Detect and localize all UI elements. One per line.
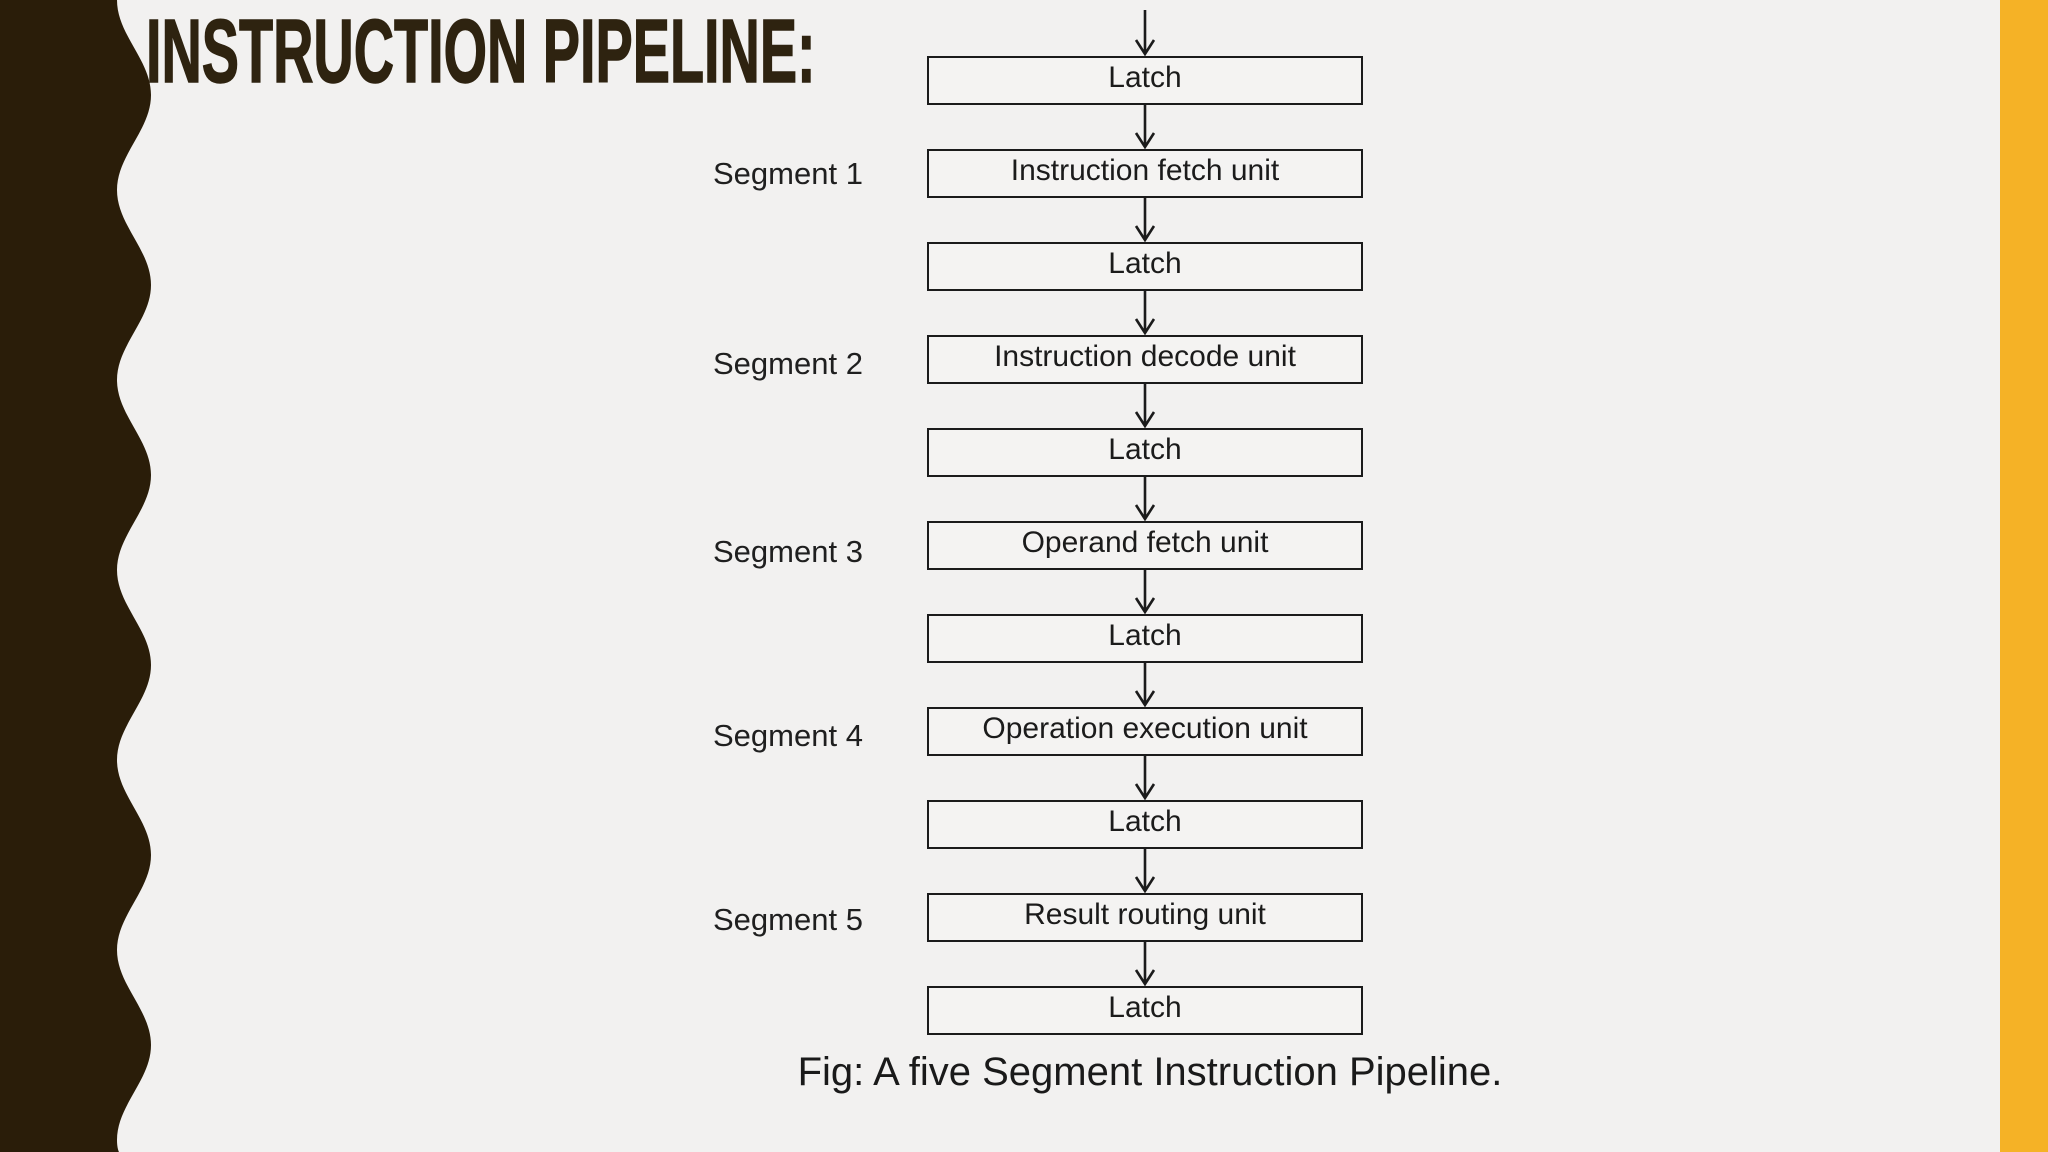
unit-box-label: Operand fetch unit — [1021, 526, 1269, 559]
arrow-down-icon — [1134, 10, 1156, 56]
unit-box-result-routing: Result routing unit — [927, 893, 1363, 942]
latch-box-label: Latch — [1108, 619, 1182, 652]
unit-box-operand-fetch: Operand fetch unit — [927, 521, 1363, 570]
unit-box-instruction-decode: Instruction decode unit — [927, 335, 1363, 384]
unit-box-label: Operation execution unit — [982, 712, 1308, 745]
arrow-down-icon — [1134, 849, 1156, 893]
arrow-down-icon — [1134, 942, 1156, 986]
latch-box-label: Latch — [1108, 805, 1182, 838]
unit-box-instruction-fetch: Instruction fetch unit — [927, 149, 1363, 198]
latch-box-4: Latch — [927, 614, 1363, 663]
arrow-down-icon — [1134, 291, 1156, 335]
arrow-down-icon — [1134, 384, 1156, 428]
arrow-down-icon — [1134, 105, 1156, 149]
figure-caption: Fig: A five Segment Instruction Pipeline… — [797, 1050, 1503, 1094]
segment-label-2: Segment 2 — [713, 346, 863, 381]
page-title: INSTRUCTION PIPELINE: — [146, 1, 817, 103]
unit-box-label: Instruction decode unit — [994, 340, 1296, 373]
latch-box-5: Latch — [927, 800, 1363, 849]
latch-box-1: Latch — [927, 56, 1363, 105]
unit-box-label: Instruction fetch unit — [1010, 154, 1280, 187]
arrow-down-icon — [1134, 570, 1156, 614]
latch-box-3: Latch — [927, 428, 1363, 477]
left-wave-band — [0, 0, 151, 1152]
segment-label-1: Segment 1 — [713, 156, 863, 191]
latch-box-label: Latch — [1108, 433, 1182, 466]
unit-box-operation-execution: Operation execution unit — [927, 707, 1363, 756]
arrow-down-icon — [1134, 663, 1156, 707]
segment-label-5: Segment 5 — [713, 902, 863, 937]
unit-box-label: Result routing unit — [1024, 898, 1266, 931]
arrow-down-icon — [1134, 198, 1156, 242]
right-accent-bar — [2000, 0, 2048, 1152]
arrow-down-icon — [1134, 477, 1156, 521]
latch-box-label: Latch — [1108, 991, 1182, 1024]
arrow-down-icon — [1134, 756, 1156, 800]
latch-box-6: Latch — [927, 986, 1363, 1035]
segment-label-4: Segment 4 — [713, 718, 863, 753]
latch-box-label: Latch — [1108, 247, 1182, 280]
segment-label-3: Segment 3 — [713, 534, 863, 569]
latch-box-2: Latch — [927, 242, 1363, 291]
latch-box-label: Latch — [1108, 61, 1182, 94]
